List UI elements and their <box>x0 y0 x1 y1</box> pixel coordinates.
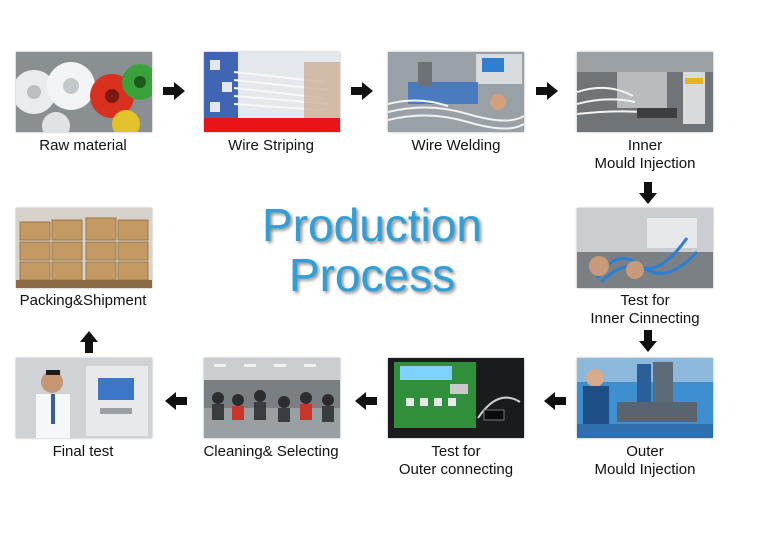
photo-wire-welding <box>388 52 524 132</box>
photo-final-test <box>16 358 152 438</box>
arrow-left-icon <box>355 392 377 410</box>
label-packing-shipment: Packing&Shipment <box>19 292 147 309</box>
label-test-inner-connecting: Test for Inner Cinnecting <box>590 292 700 327</box>
photo-test-outer-connecting <box>388 358 524 438</box>
photo-outer-mould-injection <box>577 358 713 438</box>
label-test-outer-connecting: Test for Outer connecting <box>398 443 514 478</box>
label-inner-mould-injection: Inner Mould Injection <box>594 137 696 172</box>
label-wire-welding: Wire Welding <box>411 137 501 154</box>
arrow-right-icon <box>536 82 558 100</box>
arrow-right-icon <box>351 82 373 100</box>
photo-packing-shipment <box>16 208 152 288</box>
label-wire-striping: Wire Striping <box>228 137 314 154</box>
photo-test-inner-connecting <box>577 208 713 288</box>
photo-wire-striping <box>204 52 340 132</box>
photo-cleaning-selecting <box>204 358 340 438</box>
label-final-test: Final test <box>52 443 114 460</box>
arrow-down-icon <box>639 330 657 352</box>
label-raw-material: Raw material <box>39 137 127 154</box>
diagram-title: Production Process <box>222 200 522 300</box>
label-outer-mould-injection: Outer Mould Injection <box>594 443 696 478</box>
arrow-left-icon <box>165 392 187 410</box>
photo-inner-mould-injection <box>577 52 713 132</box>
label-cleaning-selecting: Cleaning& Selecting <box>203 443 339 460</box>
title-line-1: Production <box>262 199 482 251</box>
arrow-down-icon <box>639 182 657 204</box>
title-line-2: Process <box>288 249 456 301</box>
arrow-up-icon <box>80 331 98 353</box>
photo-raw-material <box>16 52 152 132</box>
arrow-right-icon <box>163 82 185 100</box>
arrow-left-icon <box>544 392 566 410</box>
